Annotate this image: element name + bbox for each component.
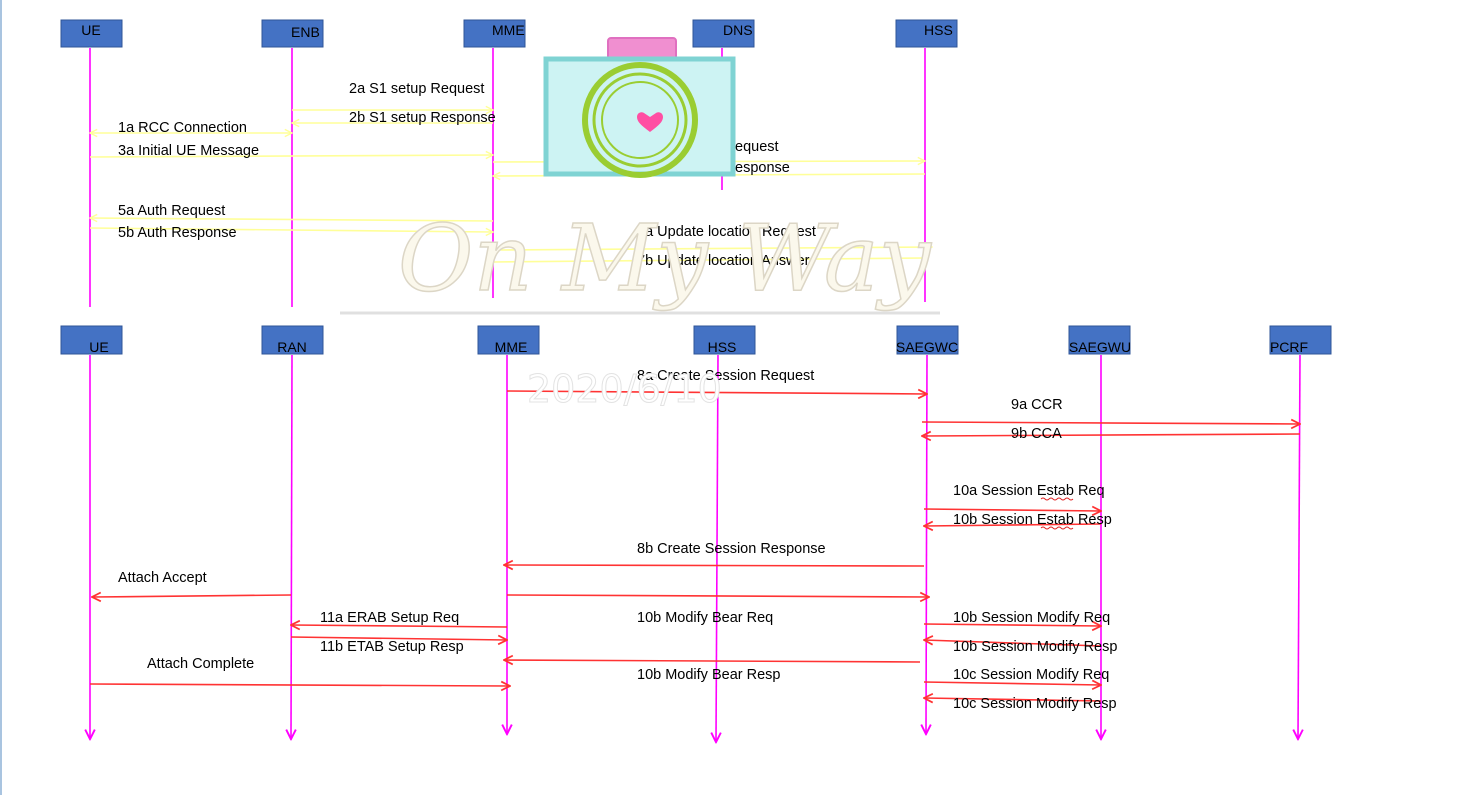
spellcheck-underline (1040, 497, 1074, 501)
label-create-session-request: 8a Create Session Request (637, 368, 814, 384)
label-session-modify-req-b: 10b Session Modify Req (953, 610, 1110, 626)
label-update-location-request: 7a Update location Request (637, 224, 816, 240)
arrow-update-location-request (492, 247, 932, 250)
arrow-attach-accept (92, 595, 292, 597)
session-diagram: UE RAN MME HSS SAEGWC SAEGWU (60, 325, 1332, 741)
label-erab-setup-req: 11a ERAB Setup Req (320, 610, 459, 626)
arrow-cca (922, 434, 1301, 436)
arrow-session-modify-resp-c (924, 698, 1102, 701)
entity-box-ue: UE (60, 325, 123, 355)
arrow-session-modify-req-c (923, 682, 1101, 685)
label-session-modify-req-c: 10c Session Modify Req (953, 667, 1109, 683)
entity-label: PCRF (1270, 339, 1308, 355)
entity-label: RAN (277, 339, 307, 355)
arrow-attach-complete (89, 684, 510, 686)
lifeline-saegwc (926, 354, 927, 733)
entity-box-enb: ENB (261, 19, 324, 48)
label-modify-bear-resp: 10b Modify Bear Resp (637, 667, 780, 683)
entity-label: MME (492, 22, 525, 38)
arrow-session-modify-req-b (923, 624, 1101, 626)
entity-box-dns: DNS (692, 19, 755, 48)
label-etab-setup-resp: 11b ETAB Setup Resp (320, 639, 464, 655)
entity-label: ENB (291, 24, 320, 40)
entity-label: MME (495, 339, 528, 355)
watermark-text: On My Way (398, 205, 932, 312)
entity-box-mme: MME (477, 325, 540, 355)
watermark: On My Way 2020/6/10 (340, 37, 940, 412)
label-session-estab-req: 10a Session Estab Req (953, 483, 1105, 499)
entity-box-pcrf: PCRF (1269, 325, 1332, 355)
entity-boxes: UE ENB MME DNS HSS (60, 19, 958, 48)
lifeline-hss (716, 354, 718, 741)
attach-diagram: UE ENB MME DNS HSS 2a S1 setup Request (60, 19, 958, 307)
messages: 2a S1 setup Request 2b S1 setup Response… (90, 81, 932, 269)
entity-label: SAEGWC (896, 339, 958, 355)
label-session-modify-resp-c: 10c Session Modify Resp (953, 696, 1117, 712)
label-auth-request: 5a Auth Request (118, 203, 225, 219)
entity-box-hss: HSS (895, 19, 958, 48)
label-ccr: 9a CCR (1011, 397, 1063, 413)
label-attach-accept: Attach Accept (118, 570, 207, 586)
arrow-ccr (921, 422, 1300, 424)
arrow-create-session-response (504, 565, 925, 566)
label-session-estab-resp: 10b Session Estab Resp (953, 512, 1112, 528)
arrow-mme-to-saegwc (506, 595, 929, 597)
watermark-date: 2020/6/10 (527, 367, 722, 411)
label-s1-setup-response: 2b S1 setup Response (349, 110, 496, 126)
messages: 8a Create Session Request 9a CCR 9b CCA … (89, 368, 1301, 712)
camera-icon (543, 37, 736, 178)
label-update-location-answer: 7b Update location Answer (637, 253, 810, 269)
label-create-session-response: 8b Create Session Response (637, 541, 826, 557)
arrow-update-location-answer (492, 257, 926, 263)
entity-label: DNS (723, 22, 753, 38)
label-cca: 9b CCA (1011, 426, 1062, 442)
page-left-border (0, 0, 2, 795)
entity-label: HSS (708, 339, 737, 355)
arrow-create-session-request (506, 391, 927, 394)
entity-label: UE (89, 339, 108, 355)
arrow-session-estab-req (923, 509, 1101, 511)
entity-box-saegwc: SAEGWC (896, 325, 959, 355)
arrow-auth-response (89, 227, 493, 232)
label-initial-ue-message: 3a Initial UE Message (118, 143, 259, 159)
label-modify-bear-req: 10b Modify Bear Req (637, 610, 773, 626)
label-response-from-hss: esponse (735, 160, 790, 176)
entity-label: SAEGWU (1069, 339, 1131, 355)
entity-label: HSS (924, 22, 953, 38)
arrow-session-modify-resp-b (924, 640, 1102, 647)
arrow-etab-setup-resp (290, 637, 507, 640)
entity-label: UE (81, 22, 100, 38)
label-s1-setup-request: 2a S1 setup Request (349, 81, 484, 97)
label-session-modify-resp-b: 10b Session Modify Resp (953, 639, 1117, 655)
arrow-initial-ue-message (89, 155, 493, 157)
entity-box-ran: RAN (261, 325, 324, 355)
entity-boxes: UE RAN MME HSS SAEGWC SAEGWU (60, 325, 1332, 355)
entity-box-saegwu: SAEGWU (1068, 325, 1131, 355)
arrow-session-estab-resp (924, 524, 1102, 526)
label-auth-response: 5b Auth Response (118, 225, 237, 241)
label-attach-complete: Attach Complete (147, 656, 254, 672)
label-rcc-connection: 1a RCC Connection (118, 120, 247, 136)
entity-box-hss: HSS (693, 325, 756, 355)
entity-box-ue: UE (60, 19, 123, 48)
arrow-auth-request (90, 218, 494, 221)
arrow-modify-bear-resp (504, 660, 921, 662)
arrow-erab-setup-req (291, 625, 508, 627)
spellcheck-underline (1040, 526, 1074, 530)
lifeline-pcrf (1298, 354, 1300, 738)
lifeline-ran (291, 354, 292, 738)
entity-box-mme: MME (463, 19, 526, 48)
label-request-to-hss: equest (735, 139, 779, 155)
